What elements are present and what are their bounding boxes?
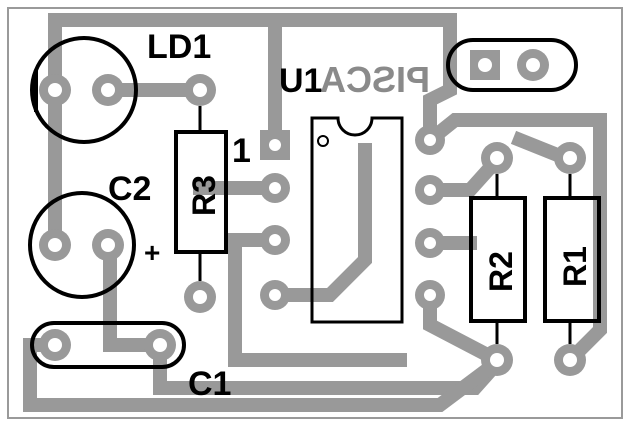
- silkscreen-labels: LD1 U1 1 C2 + C1 R3 R2 R1 PISCA: [108, 28, 593, 403]
- trace-pin-cross: [268, 143, 372, 302]
- trace-inner-pins: [228, 233, 407, 367]
- silkscreen: [28, 36, 601, 369]
- c2-outline: [28, 191, 136, 299]
- label-c2-plus: +: [144, 237, 160, 268]
- label-r1: R1: [557, 246, 593, 287]
- label-ld1: LD1: [147, 28, 211, 66]
- ld1-outline: [30, 36, 138, 144]
- trace-c1-left: [23, 338, 510, 412]
- label-u1: U1: [279, 62, 322, 100]
- label-r3: R3: [186, 175, 222, 216]
- r1-body: [543, 196, 601, 323]
- u1-pin1-dot: [317, 135, 329, 147]
- board-outline: [7, 7, 623, 419]
- label-c1: C1: [188, 365, 231, 403]
- connector-outline: [446, 38, 578, 92]
- label-bottom-copper: PISCA: [320, 59, 430, 100]
- trace-c2-to-bottom: [103, 238, 167, 352]
- c1-outline: [30, 321, 186, 369]
- label-pin1-mark: 1: [232, 132, 251, 170]
- drill-holes: [48, 58, 577, 367]
- label-c2: C2: [108, 170, 151, 208]
- label-r2: R2: [483, 251, 519, 292]
- u1-body: [310, 116, 404, 324]
